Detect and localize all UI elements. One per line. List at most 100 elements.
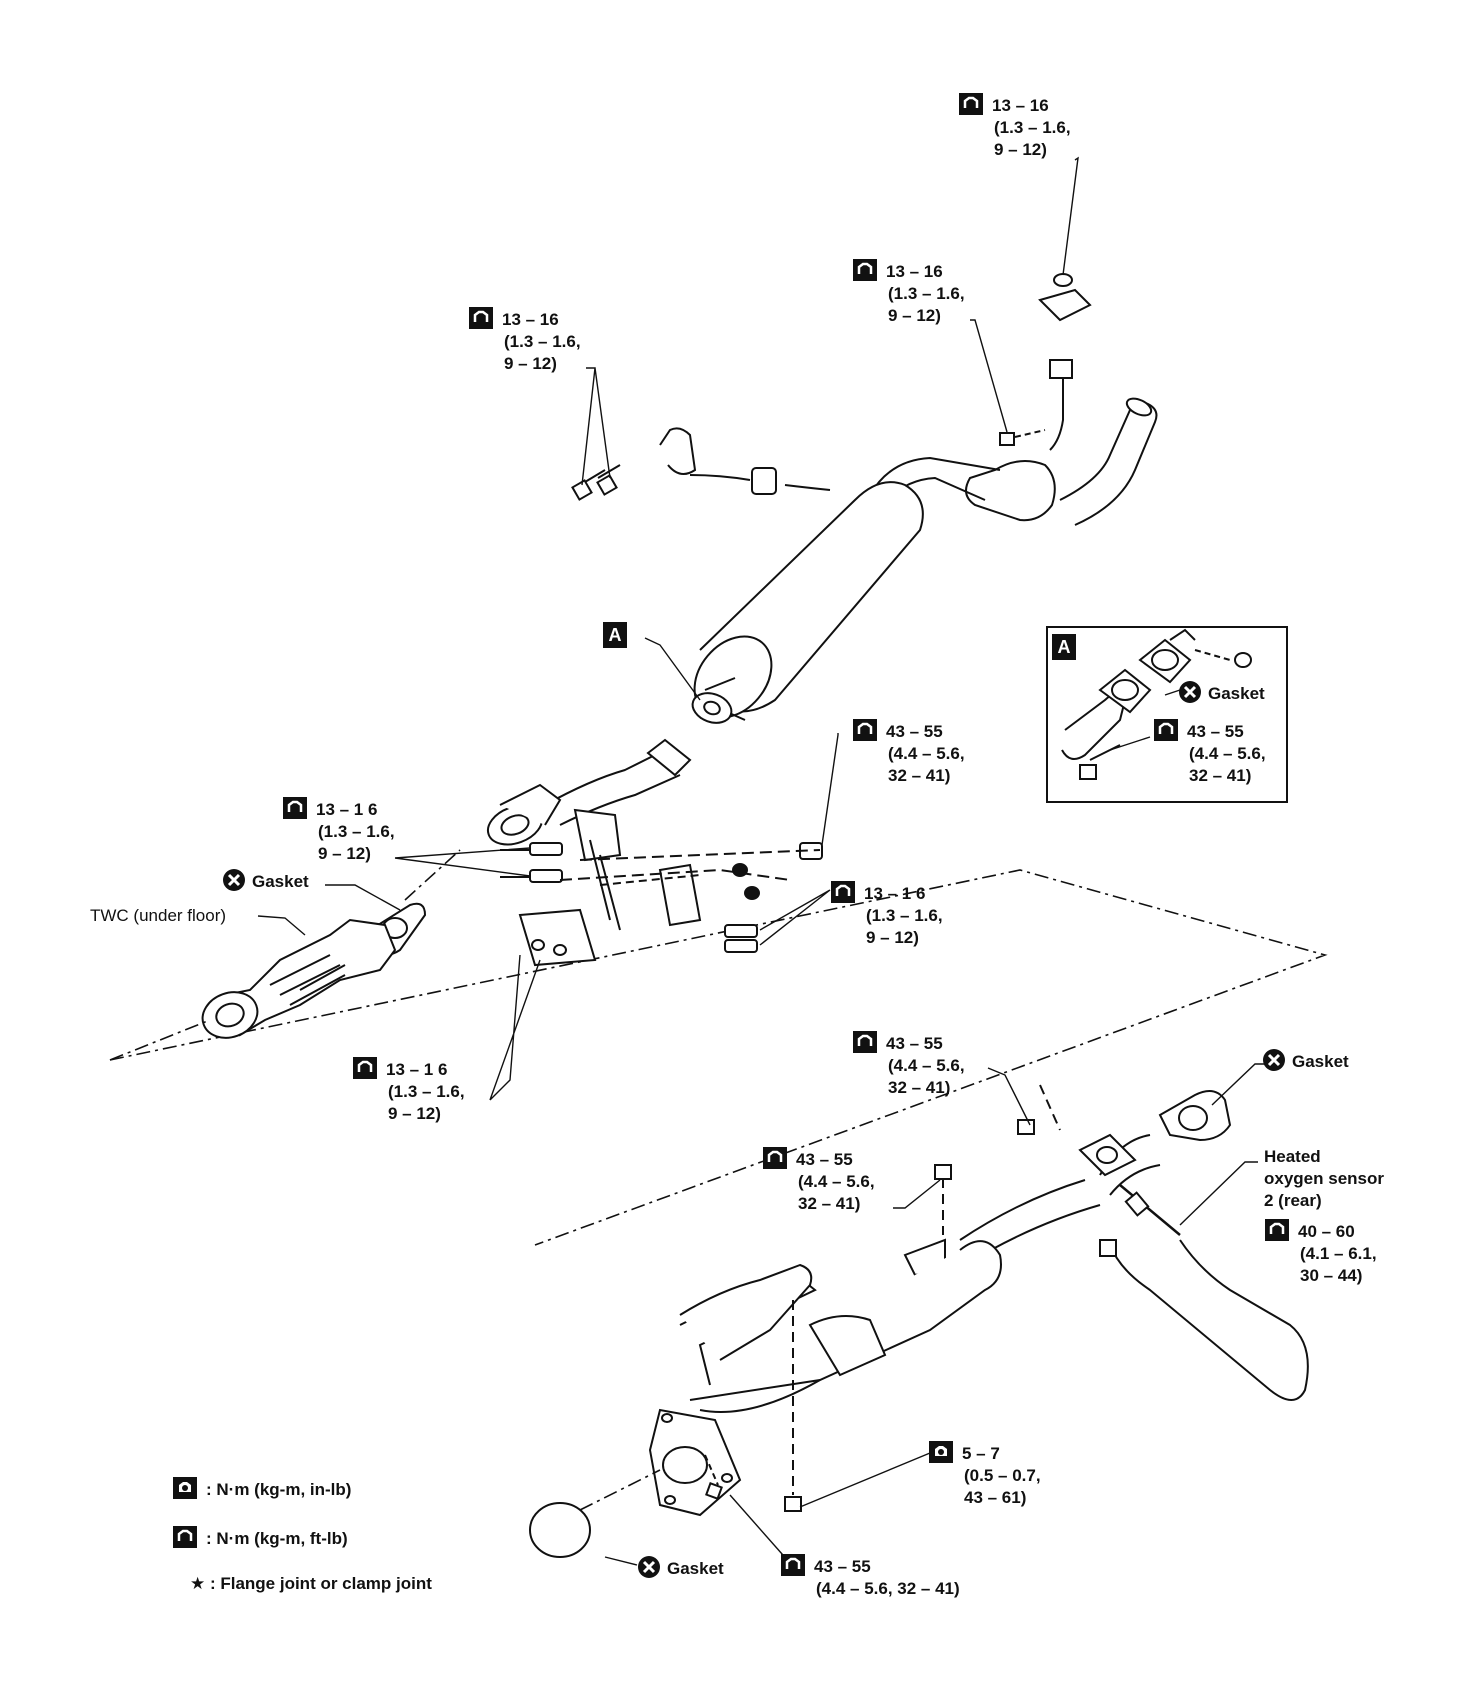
torque-label-10: 40 – 60 (4.1 – 6.1, 30 – 44): [1264, 1218, 1377, 1287]
torque-kgm: (4.4 – 5.6,: [888, 744, 965, 763]
torque-kgm: (4.4 – 5.6,: [888, 1056, 965, 1075]
leader-lines: [257, 156, 1275, 1566]
gasket-label-front: Gasket: [1262, 1048, 1349, 1073]
torque-value: 40 – 60: [1298, 1222, 1355, 1241]
torque-label-12: 43 – 55 (4.4 – 5.6, 32 – 41): [780, 1553, 960, 1600]
gasket-text: Gasket: [667, 1559, 724, 1578]
torque-ftlb-icon: [780, 1553, 806, 1577]
legend-inlb: : N·m (kg-m, in-lb): [172, 1476, 351, 1501]
torque-kgm: (1.3 – 1.6,: [504, 332, 581, 351]
torque-label-9: 43 – 55 (4.4 – 5.6, 32 – 41): [762, 1146, 875, 1215]
torque-value: 5 – 7: [962, 1444, 1000, 1463]
torque-ftlb: 32 – 41): [888, 766, 951, 785]
torque-value: 13 – 16: [886, 262, 943, 281]
torque-ftlb-icon: [172, 1525, 198, 1549]
torque-ftlb-icon: [352, 1056, 378, 1080]
torque-label-3: 13 – 16 (1.3 – 1.6, 9 – 12): [468, 306, 581, 375]
legend-inlb-text: : N·m (kg-m, in-lb): [206, 1480, 352, 1499]
gasket-text: Gasket: [1292, 1052, 1349, 1071]
torque-ftlb: 32 – 41): [798, 1194, 861, 1213]
torque-kgm: (4.1 – 6.1,: [1300, 1244, 1377, 1263]
inlet-gasket: [529, 1502, 591, 1558]
plane-outline: [109, 869, 1328, 1246]
torque-value: 13 – 16: [502, 310, 559, 329]
torque-ftlb: 9 – 12): [866, 928, 919, 947]
detail-a-inset-marker: A: [1052, 634, 1076, 660]
torque-label-6: 13 – 1 6 (1.3 – 1.6, 9 – 12): [830, 880, 943, 949]
twc-converter: [201, 918, 397, 1039]
bolts-upper-left: [571, 464, 621, 501]
tail-pipe: [1059, 401, 1158, 526]
torque-ftlb-icon: [468, 306, 494, 330]
sensor-label-line1: Heated: [1264, 1147, 1321, 1166]
mount-bracket: [518, 808, 702, 967]
replace-x-icon: [222, 868, 246, 892]
torque-kgm: (1.3 – 1.6,: [866, 906, 943, 925]
torque-value: 13 – 1 6: [316, 800, 378, 819]
torque-ftlb-icon: [958, 92, 984, 116]
torque-inlb-icon: [928, 1440, 954, 1464]
torque-ftlb: 32 – 41): [888, 1078, 951, 1097]
torque-kgm: (1.3 – 1.6,: [888, 284, 965, 303]
replace-x-icon: [1178, 680, 1202, 704]
gasket-text: Gasket: [1208, 684, 1265, 703]
torque-ftlb: 30 – 44): [1300, 1266, 1363, 1285]
torque-value: 43 – 55: [814, 1557, 871, 1576]
torque-value: 13 – 1 6: [864, 884, 926, 903]
gasket-label-inset: Gasket: [1178, 680, 1265, 705]
bolts-middle: [500, 842, 823, 953]
front-exhaust-pipe: [648, 1090, 1232, 1517]
torque-ftlb-icon: [1264, 1218, 1290, 1242]
gasket-label-bottom: Gasket: [637, 1555, 724, 1580]
torque-ftlb: 32 – 41): [1189, 766, 1252, 785]
torque-value: 13 – 16: [992, 96, 1049, 115]
hanger-top-right: [999, 273, 1092, 451]
torque-ftlb: 9 – 12): [388, 1104, 441, 1123]
torque-ftlb-icon: [852, 258, 878, 282]
torque-kgm: (1.3 – 1.6,: [388, 1082, 465, 1101]
gasket-text: Gasket: [252, 872, 309, 891]
torque-value: 43 – 55: [1187, 722, 1244, 741]
torque-ftlb: 9 – 12): [504, 354, 557, 373]
torque-ftlb: 9 – 12): [318, 844, 371, 863]
torque-value: 43 – 55: [886, 1034, 943, 1053]
torque-inlb: 43 – 61): [964, 1488, 1027, 1507]
sensor-label-line3: 2 (rear): [1264, 1191, 1322, 1210]
torque-kgm: (4.4 – 5.6,: [798, 1172, 875, 1191]
torque-ftlb-icon: [852, 718, 878, 742]
legend-ftlb: : N·m (kg-m, ft-lb): [172, 1525, 348, 1550]
torque-kgm: (1.3 – 1.6,: [318, 822, 395, 841]
torque-kgm: (4.4 – 5.6,: [1189, 744, 1266, 763]
detail-a-inset: [1046, 626, 1288, 803]
torque-inlb-icon: [172, 1476, 198, 1500]
legend-ftlb-text: : N·m (kg-m, ft-lb): [206, 1529, 348, 1548]
resonator: [965, 460, 1056, 522]
oxygen-sensor: [1099, 1184, 1309, 1401]
torque-ftlb-icon: [1153, 718, 1179, 742]
gasket-label-twc: Gasket: [222, 868, 309, 893]
replace-x-icon: [1262, 1048, 1286, 1072]
replace-x-icon: [637, 1555, 661, 1579]
torque-value: 13 – 1 6: [386, 1060, 448, 1079]
torque-ftlb-icon: [830, 880, 856, 904]
torque-value: 43 – 55: [886, 722, 943, 741]
torque-ftlb-icon: [762, 1146, 788, 1170]
torque-label-7: 13 – 1 6 (1.3 – 1.6, 9 – 12): [352, 1056, 465, 1125]
torque-label-inset: 43 – 55 (4.4 – 5.6, 32 – 41): [1153, 718, 1266, 787]
torque-kgm-ftlb: (4.4 – 5.6, 32 – 41): [816, 1579, 960, 1598]
torque-ftlb-icon: [852, 1030, 878, 1054]
twc-label: TWC (under floor): [90, 906, 227, 925]
torque-ftlb: 9 – 12): [994, 140, 1047, 159]
torque-value: 43 – 55: [796, 1150, 853, 1169]
sensor-label-line2: oxygen sensor: [1264, 1169, 1384, 1188]
torque-kgm: (1.3 – 1.6,: [994, 118, 1071, 137]
torque-label-4: 43 – 55 (4.4 – 5.6, 32 – 41): [852, 718, 965, 787]
torque-kgm: (0.5 – 0.7,: [964, 1466, 1041, 1485]
sensor-label: Heated oxygen sensor 2 (rear): [1264, 1146, 1384, 1212]
torque-label-5: 13 – 1 6 (1.3 – 1.6, 9 – 12): [282, 796, 395, 865]
torque-label-2: 13 – 16 (1.3 – 1.6, 9 – 12): [852, 258, 965, 327]
torque-ftlb-icon: [282, 796, 308, 820]
torque-ftlb: 9 – 12): [888, 306, 941, 325]
